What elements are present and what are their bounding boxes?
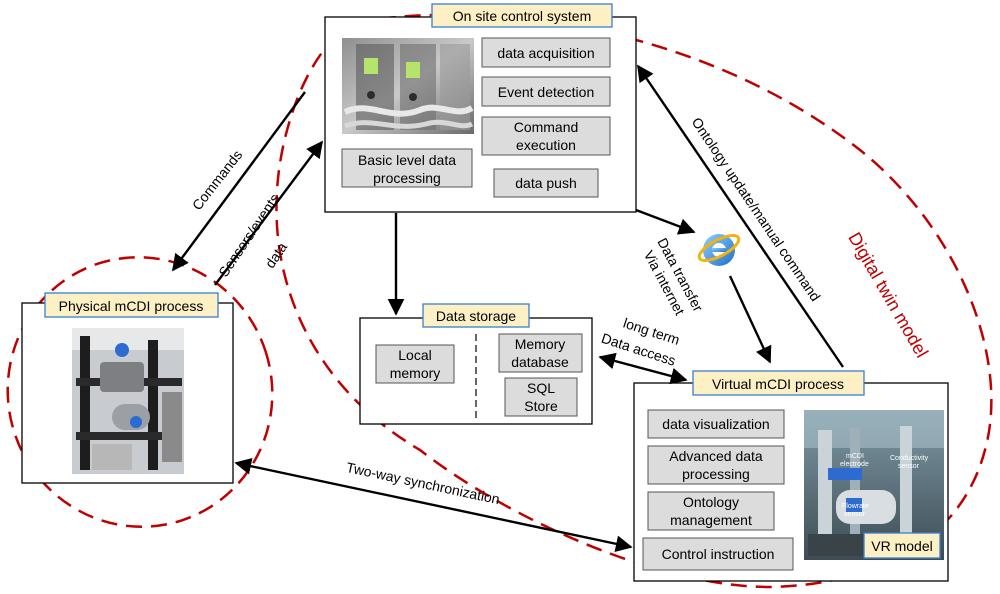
task-control-instruction-label: Control instruction bbox=[662, 546, 775, 562]
digital-twin-outline bbox=[275, 13, 993, 589]
task-advanced-processing bbox=[647, 445, 785, 485]
vr-label-conductivity-sensor: sensor bbox=[898, 463, 920, 470]
data-storage: Data storage Local memory Memory databas… bbox=[359, 303, 593, 425]
storage-title-box bbox=[422, 303, 530, 328]
label-sensors-events-2: data bbox=[262, 239, 291, 271]
physical-process-outline bbox=[6, 256, 274, 528]
vr-label-conductivity: Conductivity bbox=[890, 455, 929, 462]
arrow-commands bbox=[171, 91, 306, 272]
task-advanced-processing-label-1: Advanced data bbox=[669, 448, 763, 464]
task-basic-processing bbox=[341, 148, 473, 188]
onsite-control-system: On site control system data acquisition … bbox=[324, 3, 637, 213]
task-command-execution bbox=[481, 116, 611, 156]
internet-explorer-icon bbox=[697, 233, 741, 266]
arrow-sensors-events bbox=[214, 140, 324, 286]
vr-label-electrode: electrode bbox=[840, 461, 869, 468]
storage-local-memory-label-1: Local bbox=[398, 347, 431, 363]
storage-sql-store-label-1: SQL bbox=[527, 380, 555, 396]
task-data-push bbox=[493, 168, 599, 198]
arrow-internet-virtual bbox=[728, 275, 772, 364]
virtual-title-box bbox=[692, 370, 865, 396]
arrow-data-push-internet bbox=[635, 208, 696, 235]
storage-memory-database-label-1: Memory bbox=[515, 336, 566, 352]
storage-sql-store bbox=[504, 377, 578, 417]
label-digital-twin: Digital twin model bbox=[844, 229, 932, 361]
virtual-title: Virtual mCDI process bbox=[712, 376, 844, 392]
arrows bbox=[171, 64, 844, 553]
task-basic-processing-label-2: processing bbox=[373, 170, 441, 186]
task-ontology-management-label-2: management bbox=[670, 512, 752, 528]
storage-local-memory-label-2: memory bbox=[390, 365, 441, 381]
task-data-acquisition-label: data acquisition bbox=[497, 45, 594, 61]
task-control-instruction bbox=[642, 537, 794, 571]
virtual-process: mCDI electrode Conductivity sensor Flowr… bbox=[633, 370, 949, 582]
task-event-detection-label: Event detection bbox=[498, 84, 595, 100]
task-command-execution-label-1: Command bbox=[514, 119, 579, 135]
label-ontology-update: Ontology update/manual command bbox=[689, 114, 824, 304]
label-two-way-sync: Two-way synchronization bbox=[345, 459, 501, 507]
storage-sql-store-label-2: Store bbox=[524, 398, 558, 414]
vr-label-flowrate: Flowrate bbox=[842, 503, 869, 510]
task-data-visualization-label: data visualization bbox=[662, 416, 769, 432]
task-command-execution-label-2: execution bbox=[516, 137, 576, 153]
onsite-title: On site control system bbox=[453, 8, 592, 24]
task-ontology-management-label-1: Ontology bbox=[683, 494, 739, 510]
task-data-acquisition bbox=[481, 37, 611, 68]
storage-local-memory bbox=[375, 344, 455, 384]
task-ontology-management bbox=[647, 491, 775, 531]
physical-process: Physical mCDI process bbox=[21, 292, 234, 484]
vr-model-title-box bbox=[863, 532, 941, 559]
storage-memory-database bbox=[498, 333, 583, 373]
vr-model-title: VR model bbox=[871, 538, 932, 554]
vr-label-flowrate-sensor: sensor bbox=[844, 511, 866, 518]
control-panel-photo bbox=[342, 38, 474, 134]
task-basic-processing-label-1: Basic level data bbox=[358, 152, 456, 168]
mcdi-plant-photo bbox=[72, 328, 184, 474]
vr-label-mcdi: mCDI bbox=[846, 453, 864, 460]
task-event-detection bbox=[481, 76, 611, 107]
arrow-long-term-access bbox=[598, 352, 688, 385]
onsite-title-box bbox=[431, 3, 613, 28]
physical-title-box bbox=[44, 292, 219, 318]
storage-memory-database-label-2: database bbox=[511, 354, 569, 370]
task-data-push-label: data push bbox=[515, 175, 577, 191]
physical-title: Physical mCDI process bbox=[59, 298, 204, 314]
arrow-two-way-sync bbox=[234, 457, 633, 553]
task-advanced-processing-label-2: processing bbox=[682, 466, 750, 482]
task-data-visualization bbox=[647, 409, 785, 439]
label-commands: Commands bbox=[189, 147, 246, 213]
storage-title: Data storage bbox=[436, 308, 516, 324]
arrow-ontology-update bbox=[637, 64, 844, 368]
